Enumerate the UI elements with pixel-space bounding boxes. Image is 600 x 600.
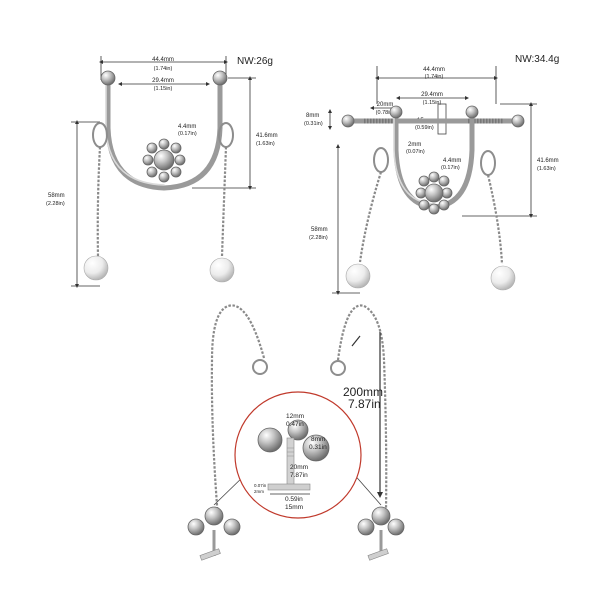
drop-mm-label: 58mm bbox=[48, 193, 65, 199]
jump-ring-left-right bbox=[373, 147, 389, 173]
height-in-label: (1.63in) bbox=[256, 141, 275, 147]
inner-mm-label-right: 29.4mm bbox=[421, 92, 443, 98]
pearl-right-right bbox=[490, 265, 516, 291]
chain-ring-left bbox=[252, 359, 268, 375]
side-in-label: (0.31in) bbox=[304, 121, 323, 127]
inner-mm-label: 29.4mm bbox=[152, 78, 174, 84]
height-mm-label-right: 41.6mm bbox=[537, 158, 559, 164]
gauge-mm-label-right: 4.4mm bbox=[443, 158, 461, 164]
small-in-label: (0.07in) bbox=[406, 149, 425, 155]
detail-ball2-in: 0.31in bbox=[309, 444, 327, 451]
detail-ball-mm: 12mm bbox=[286, 413, 304, 420]
chain-length-arrow-start bbox=[351, 335, 361, 347]
inner-in-label: (1.15in) bbox=[154, 86, 173, 92]
post-in-label: (0.59in) bbox=[415, 125, 434, 131]
chain-left bbox=[96, 146, 102, 257]
end-ball-left bbox=[100, 70, 116, 86]
barbell-end-right bbox=[511, 114, 525, 128]
top-right-product: NW:34.4g 44.4mm (1.74in) 20mm (0.78in) 2… bbox=[304, 54, 559, 295]
bar-in-label: (0.78in) bbox=[376, 110, 395, 116]
gauge-in-label-right: (0.17in) bbox=[441, 165, 460, 171]
pearl-right bbox=[209, 257, 235, 283]
chain-length-mm: 200mm bbox=[343, 385, 383, 399]
chain-length-in: 7.87in bbox=[348, 397, 381, 411]
gauge-mm-label: 4.4mm bbox=[178, 124, 196, 130]
bottom-product: 200mm 7.87in bbox=[187, 304, 405, 561]
chain-ring-right bbox=[330, 360, 346, 376]
weight-label: NW:26g bbox=[237, 56, 273, 67]
width-in-label-right: (1.74in) bbox=[425, 74, 444, 80]
shield-ball-right bbox=[465, 105, 479, 119]
horseshoe-bar bbox=[105, 79, 223, 191]
chain-right bbox=[220, 146, 228, 257]
barbell-end-left bbox=[341, 114, 355, 128]
small-mm-label: 2mm bbox=[408, 142, 421, 148]
height-mm-label: 41.6mm bbox=[256, 133, 278, 139]
pearl-left-right bbox=[345, 263, 371, 289]
pearl-left bbox=[83, 255, 109, 281]
width-mm-label-right: 44.4mm bbox=[423, 67, 445, 73]
flower-charm bbox=[142, 138, 186, 183]
top-left-product: NW:26g 44.4mm (1.74in) 29.4mm (1.15in) 4… bbox=[46, 56, 278, 288]
shield-ball-left bbox=[389, 105, 403, 119]
weight-label-right: NW:34.4g bbox=[515, 54, 559, 65]
side-mm-label: 8mm bbox=[306, 113, 319, 119]
drop-mm-label-right: 58mm bbox=[311, 227, 328, 233]
detail-ball2-mm: 8mm bbox=[311, 436, 325, 443]
detail-pin-mm: 20mm bbox=[290, 464, 308, 471]
bar-mm-label: 20mm bbox=[377, 102, 394, 108]
detail-pin-in: 7.87in bbox=[290, 472, 308, 479]
chain-left-right bbox=[358, 171, 383, 263]
charm-right bbox=[357, 506, 405, 561]
jump-ring-left bbox=[92, 122, 108, 148]
chain-right-right bbox=[486, 174, 504, 265]
detail-charm bbox=[257, 419, 330, 491]
drop-in-label: (2.28in) bbox=[46, 201, 65, 207]
charm-left bbox=[187, 506, 241, 561]
drop-in-label-right: (2.28in) bbox=[309, 235, 328, 241]
detail-base-mm: 2mm bbox=[254, 489, 264, 494]
width-in-label: (1.74in) bbox=[154, 66, 173, 72]
gauge-in-label: (0.17in) bbox=[178, 131, 197, 137]
flower-charm-right bbox=[415, 171, 453, 215]
end-ball-right bbox=[212, 70, 228, 86]
detail-base-in: 0.07in bbox=[254, 483, 267, 488]
detail-magnifier-circle bbox=[234, 391, 362, 519]
inner-in-label-right: (1.15in) bbox=[423, 100, 442, 106]
height-in-label-right: (1.63in) bbox=[537, 166, 556, 172]
detail-disc-in: 0.59in bbox=[285, 496, 303, 503]
jump-ring-right-right bbox=[480, 150, 496, 176]
detail-disc-mm: 15mm bbox=[285, 504, 303, 511]
width-mm-label: 44.4mm bbox=[152, 57, 174, 63]
detail-ball-in: 0.47in bbox=[286, 421, 304, 428]
